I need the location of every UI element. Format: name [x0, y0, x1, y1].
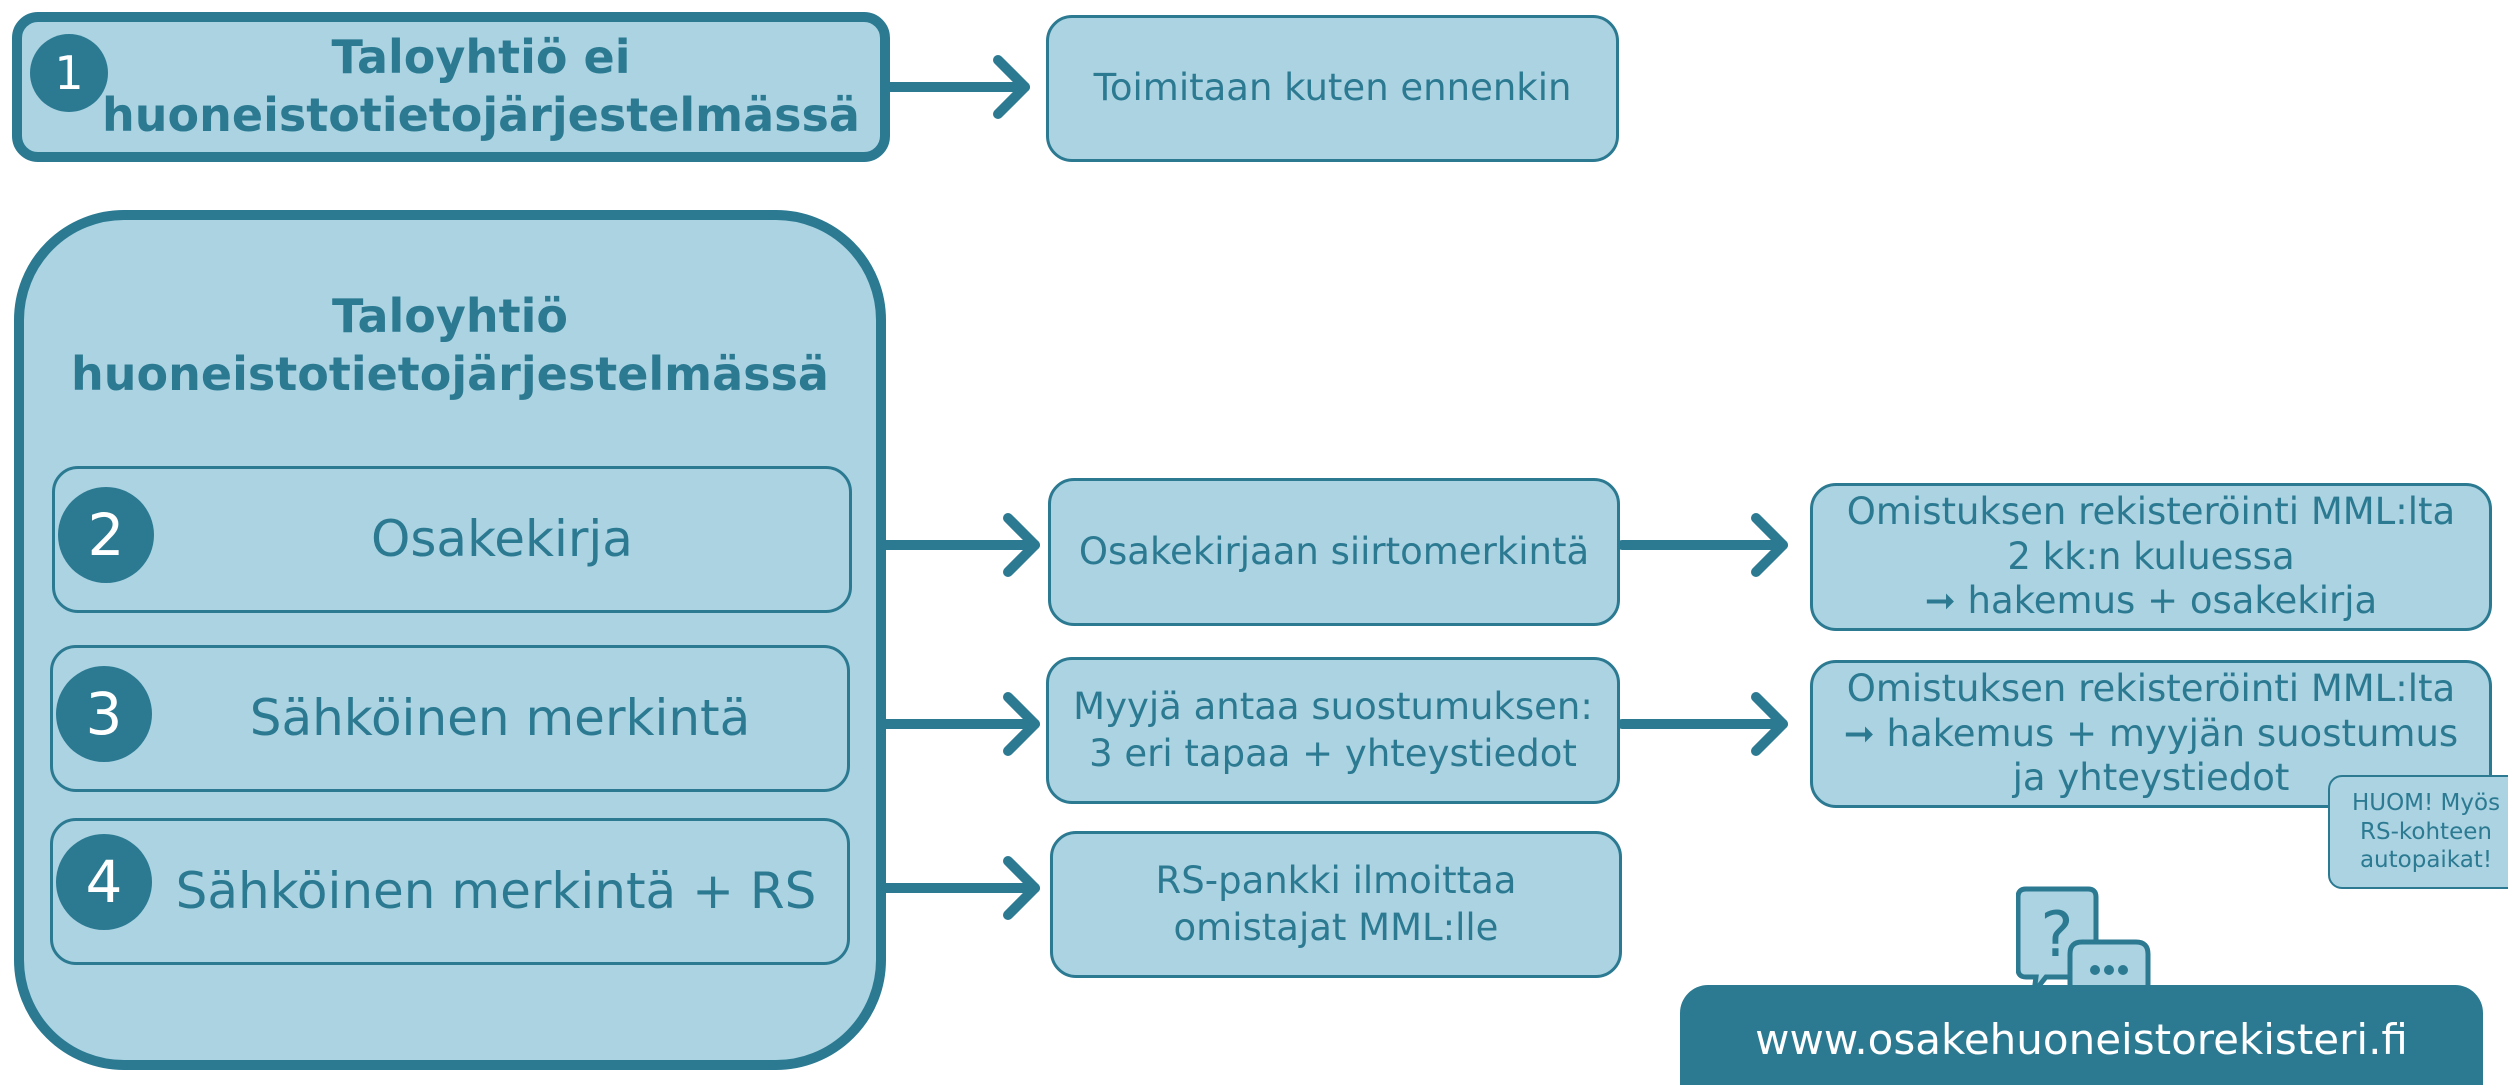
- middle-box-siirtomerkinta: Osakekirjaan siirtomerkintä: [1048, 478, 1620, 626]
- row-sahkoinen-merkinta: Sähköinen merkintä: [50, 645, 850, 792]
- website-banner: www.osakehuoneistorekisteri.fi: [1680, 985, 2483, 1085]
- middle-box-rs-pankki: RS-pankki ilmoittaa omistajat MML:lle: [1050, 831, 1622, 978]
- row-sahkoinen-merkinta-label: Sähköinen merkintä: [249, 689, 751, 748]
- arrow-6: [1617, 692, 1788, 756]
- row-osakekirja-label: Osakekirja: [371, 510, 633, 569]
- huom-note: HUOM! Myös RS-kohteen autopaikat!: [2328, 775, 2508, 889]
- row-osakekirja-number-badge: 2: [58, 487, 154, 583]
- group1-title: Taloyhtiö ei huoneistotietojärjestelmäss…: [102, 30, 860, 142]
- right-box-suostumus-registration: Omistuksen rekisteröinti MML:lta ➞ hakem…: [1810, 660, 2492, 808]
- row-sahkoinen-merkinta-rs-label: Sähköinen merkintä + RS: [175, 862, 817, 921]
- row-osakekirja: Osakekirja: [52, 466, 852, 613]
- row-sahkoinen-merkinta-rs: Sähköinen merkintä + RS: [50, 818, 850, 965]
- group1-number-badge: 1: [30, 34, 108, 112]
- right-box-osakekirja-registration: Omistuksen rekisteröinti MML:lta 2 kk:n …: [1810, 483, 2492, 631]
- arrow-5: [1617, 513, 1788, 577]
- arrow-1: [885, 55, 1030, 119]
- result1-text: Toimitaan kuten ennenkin: [1093, 66, 1572, 110]
- middle-box-suostumus: Myyjä antaa suostumuksen: 3 eri tapaa + …: [1046, 657, 1620, 804]
- result1-box: Toimitaan kuten ennenkin: [1046, 15, 1619, 162]
- row-sahkoinen-merkinta-rs-number-badge: 4: [56, 834, 152, 930]
- row-sahkoinen-merkinta-number-badge: 3: [56, 666, 152, 762]
- group2-title: Taloyhtiö huoneistotietojärjestelmässä: [71, 289, 829, 401]
- website-link[interactable]: www.osakehuoneistorekisteri.fi: [1755, 1015, 2408, 1064]
- group1-box: Taloyhtiö ei huoneistotietojärjestelmäss…: [12, 12, 890, 162]
